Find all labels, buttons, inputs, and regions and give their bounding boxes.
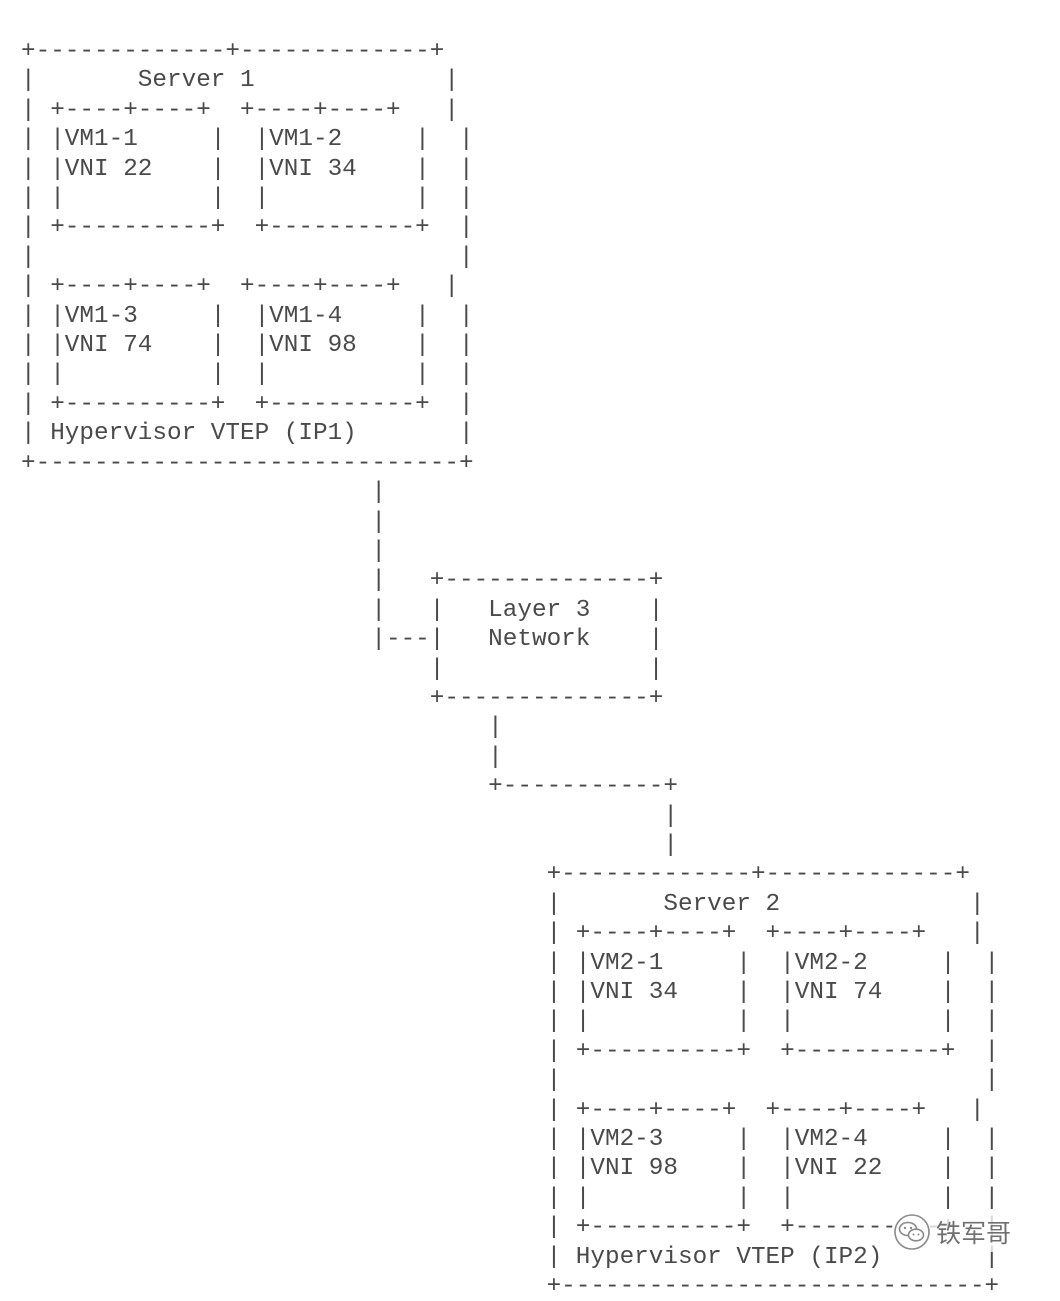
diagram-line: | [21, 508, 386, 536]
diagram-line: | | [21, 655, 664, 683]
diagram-line: +-----------+ [21, 773, 678, 801]
diagram-line: | | [21, 1067, 1000, 1095]
diagram-line: | | | | | | [21, 185, 474, 213]
diagram-line: | | | | | | [21, 1184, 1000, 1212]
watermark: 铁军哥 [892, 1212, 1018, 1252]
diagram-line: +-------------+-------------+ [21, 38, 445, 65]
watermark-text: 铁军哥 [936, 1219, 1012, 1248]
diagram-line: | |VNI 34 | |VNI 74 | | [21, 979, 1000, 1006]
network-diagram: +-------------+-------------+| Server 1 … [21, 37, 999, 1301]
diagram-line: | [21, 831, 678, 859]
diagram-line: |---| Network | [21, 626, 664, 654]
diagram-line: | |VM1-3 | |VM1-4 | | [21, 302, 474, 330]
diagram-line: | Server 2 | [21, 890, 985, 918]
diagram-line: | [21, 714, 503, 742]
diagram-line: | +----+----+ +----+----+ | [21, 920, 985, 948]
diagram-line: | Hypervisor VTEP (IP2) | [21, 1243, 1000, 1271]
diagram-line: | +----------+ +----------+ | [21, 1214, 1000, 1242]
diagram-line: | |VM1-1 | |VM1-2 | | [21, 126, 474, 154]
diagram-line: | +----+----+ +----+----+ | [21, 1096, 985, 1124]
diagram-line: | +----+----+ +----+----+ | [21, 96, 459, 124]
diagram-line: | +----------+ +----------+ | [21, 1037, 1000, 1065]
diagram-line: | Hypervisor VTEP (IP1) | [21, 420, 474, 448]
diagram-line: | [21, 537, 386, 565]
diagram-line: +-------------+-------------+ [21, 861, 970, 889]
diagram-line: | |VNI 22 | |VNI 34 | | [21, 155, 474, 183]
diagram-line: | +----------+ +----------+ | [21, 214, 474, 242]
diagram-line: +-----------------------------+ [21, 449, 474, 477]
diagram-line: | |VM2-3 | |VM2-4 | | [21, 1126, 1000, 1154]
diagram-line: | [21, 479, 386, 507]
diagram-line: | |VM2-1 | |VM2-2 | | [21, 949, 1000, 977]
diagram-line: | Server 1 | [21, 67, 459, 95]
diagram-line: | | [21, 243, 474, 271]
diagram-line: | |VNI 98 | |VNI 22 | | [21, 1155, 1000, 1183]
diagram-line: | [21, 802, 678, 830]
diagram-line: | |VNI 74 | |VNI 98 | | [21, 332, 474, 360]
diagram-line: | [21, 743, 503, 771]
diagram-line: | | Layer 3 | [21, 596, 664, 624]
diagram-line: +-----------------------------+ [21, 1273, 1000, 1301]
diagram-line: | +--------------+ [21, 567, 664, 595]
diagram-line: | | | | | | [21, 361, 474, 389]
diagram-line: | +----+----+ +----+----+ | [21, 273, 459, 301]
wechat-logo-icon [894, 1214, 930, 1250]
diagram-line: | +----------+ +----------+ | [21, 390, 474, 418]
diagram-line: +--------------+ [21, 684, 664, 712]
diagram-line: | | | | | | [21, 1008, 1000, 1036]
